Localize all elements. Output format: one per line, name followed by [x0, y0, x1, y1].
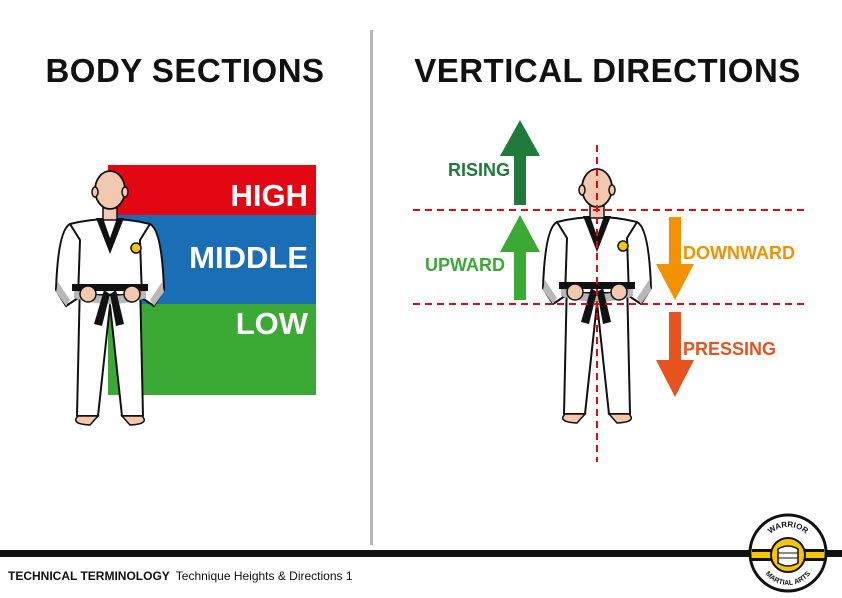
- pressing-arrow-icon: [656, 312, 694, 397]
- body-sections-title: BODY SECTIONS: [45, 52, 325, 89]
- rising-label: RISING: [448, 160, 511, 180]
- high-label: HIGH: [230, 178, 309, 213]
- downward-label: DOWNWARD: [683, 243, 795, 263]
- footer-text: TECHNICAL TERMINOLOGY Technique Heights &…: [8, 569, 353, 583]
- middle-label: MIDDLE: [189, 240, 308, 275]
- rising-arrow-icon: [500, 120, 540, 205]
- low-label: LOW: [235, 306, 308, 341]
- fighter-left: [55, 170, 165, 426]
- downward-arrow-icon: [656, 217, 694, 300]
- footer-subtitle: Technique Heights & Directions 1: [175, 569, 353, 583]
- upward-arrow-icon: [500, 215, 540, 300]
- vertical-directions-title: VERTICAL DIRECTIONS: [414, 52, 801, 89]
- warrior-logo-icon: WARRIOR MARTIAL ARTS: [748, 513, 828, 593]
- footer-section: TECHNICAL TERMINOLOGY: [8, 569, 170, 583]
- center-divider: [370, 30, 373, 545]
- high-band: [108, 165, 316, 215]
- upward-label: UPWARD: [425, 255, 505, 275]
- pressing-label: PRESSING: [683, 339, 777, 359]
- footer-bar: [0, 550, 842, 557]
